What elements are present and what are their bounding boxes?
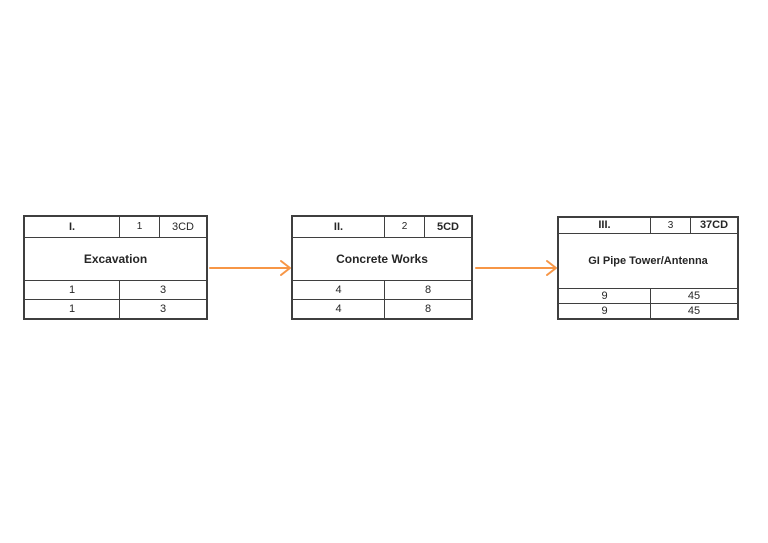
node-values-row: 4 8	[293, 280, 471, 299]
row-cell: 8	[384, 300, 471, 318]
row-cell: 45	[650, 289, 737, 303]
node-values-row: 9 45	[559, 303, 737, 318]
activity-node-gi-pipe-tower-antenna: III. 3 37CD GI Pipe Tower/Antenna 9 45 9…	[557, 216, 739, 320]
node-label: I.	[68, 220, 76, 233]
node-header-row: III. 3 37CD	[559, 218, 737, 234]
node-label: III.	[598, 219, 611, 231]
activity-node-excavation: I. 1 3CD Excavation 1 3 1 3	[23, 215, 208, 320]
node-number: 2	[384, 217, 424, 237]
arrowhead-icon	[546, 260, 557, 276]
node-duration: 3CD	[159, 217, 206, 237]
activity-name: Concrete Works	[336, 252, 428, 266]
node-duration: 5CD	[424, 217, 471, 237]
node-number: 1	[119, 217, 159, 237]
activity-name: GI Pipe Tower/Antenna	[588, 255, 708, 267]
node-number: 3	[650, 218, 690, 233]
row-cell: 9	[601, 289, 608, 302]
row-cell: 4	[335, 283, 342, 296]
node-duration: 37CD	[690, 218, 737, 233]
node-label: II.	[333, 220, 344, 233]
arrow-concrete-works-to-gi-pipe-tower	[475, 260, 557, 276]
node-header-row: II. 2 5CD	[293, 217, 471, 238]
row-cell: 3	[119, 300, 206, 318]
node-values-row: 1 3	[25, 299, 206, 318]
node-values-row: 9 45	[559, 288, 737, 303]
activity-node-concrete-works: II. 2 5CD Concrete Works 4 8 4 8	[291, 215, 473, 320]
activity-name: Excavation	[83, 252, 148, 266]
arrow-excavation-to-concrete-works	[209, 260, 291, 276]
row-cell: 9	[601, 304, 608, 317]
row-cell: 3	[119, 281, 206, 299]
row-cell: 1	[68, 302, 76, 315]
node-header-row: I. 1 3CD	[25, 217, 206, 238]
arrowhead-icon	[280, 260, 291, 276]
row-cell: 1	[68, 283, 76, 296]
node-values-row: 4 8	[293, 299, 471, 318]
row-cell: 8	[384, 281, 471, 299]
row-cell: 4	[335, 302, 342, 315]
row-cell: 45	[650, 304, 737, 318]
node-values-row: 1 3	[25, 280, 206, 299]
